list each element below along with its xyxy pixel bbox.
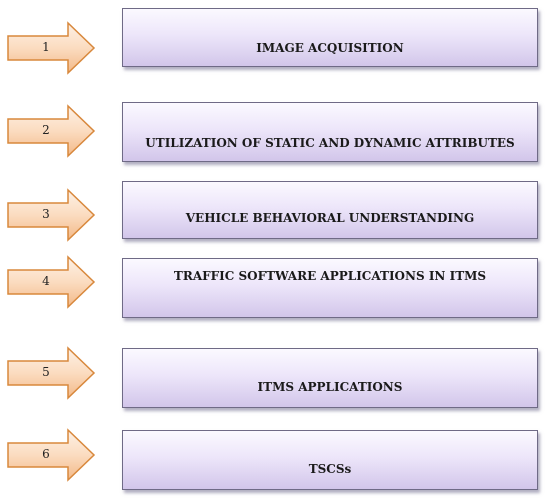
step-number: 2 xyxy=(42,123,50,137)
step-box-1: IMAGE ACQUISITION xyxy=(122,8,538,67)
step-number: 1 xyxy=(42,40,50,54)
arrow-1: 1 xyxy=(6,21,96,75)
right-arrow-icon xyxy=(7,346,96,400)
step-box-4: TRAFFIC SOFTWARE APPLICATIONS IN ITMS xyxy=(122,258,538,318)
arrow-2: 2 xyxy=(6,104,96,158)
step-number: 4 xyxy=(42,274,50,288)
step-box-2: UTILIZATION OF STATIC AND DYNAMIC ATTRIB… xyxy=(122,102,538,162)
step-number: 6 xyxy=(42,447,50,461)
step-label: IMAGE ACQUISITION xyxy=(256,41,404,55)
arrow-4: 4 xyxy=(6,255,96,309)
step-label: TRAFFIC SOFTWARE APPLICATIONS IN ITMS xyxy=(173,269,487,283)
step-label: ITMS APPLICATIONS xyxy=(257,380,403,394)
step-box-6: TSCSs xyxy=(122,430,538,490)
step-label: VEHICLE BEHAVIORAL UNDERSTANDING xyxy=(185,211,475,225)
arrow-6: 6 xyxy=(6,428,96,482)
right-arrow-icon xyxy=(7,428,96,482)
right-arrow-icon xyxy=(7,188,96,242)
right-arrow-icon xyxy=(7,104,96,158)
step-number: 5 xyxy=(42,365,50,379)
arrow-3: 3 xyxy=(6,188,96,242)
step-number: 3 xyxy=(42,207,50,221)
right-arrow-icon xyxy=(7,255,96,309)
arrow-5: 5 xyxy=(6,346,96,400)
step-label: TSCSs xyxy=(308,462,352,476)
step-box-3: VEHICLE BEHAVIORAL UNDERSTANDING xyxy=(122,181,538,239)
step-box-5: ITMS APPLICATIONS xyxy=(122,348,538,408)
step-label: UTILIZATION OF STATIC AND DYNAMIC ATTRIB… xyxy=(145,136,515,150)
right-arrow-icon xyxy=(7,21,96,75)
